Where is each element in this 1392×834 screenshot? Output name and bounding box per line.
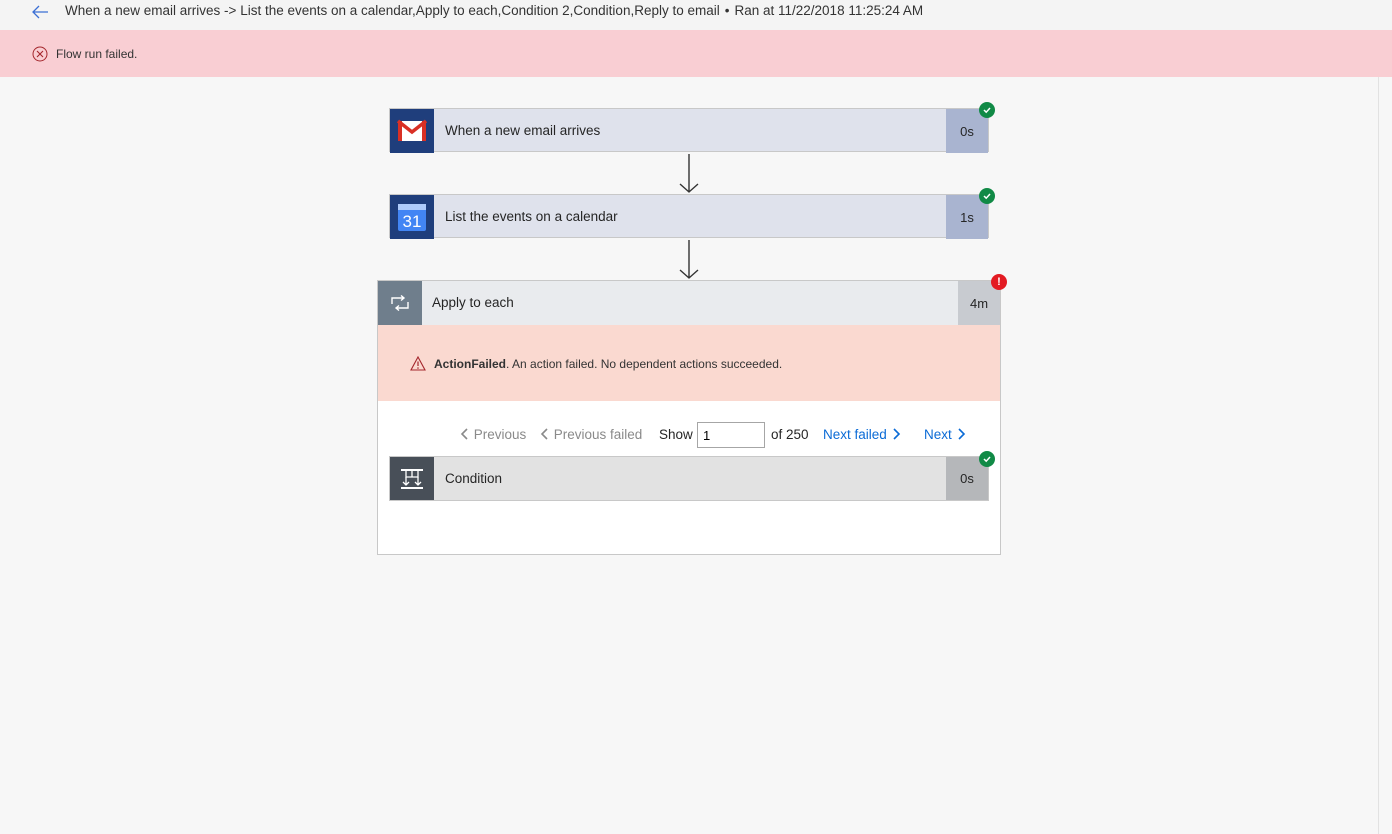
step-card-email-trigger[interactable]: When a new email arrives 0s [389, 108, 989, 153]
next-failed-label: Next failed [823, 427, 887, 442]
chevron-right-icon [957, 428, 965, 440]
previous-failed-label: Previous failed [553, 427, 643, 442]
banner-message: Flow run failed. [56, 47, 138, 61]
step-duration: 4m [958, 281, 1000, 325]
step-label: List the events on a calendar [445, 209, 618, 224]
chevron-left-icon [540, 428, 548, 440]
chevron-right-icon [892, 428, 900, 440]
previous-label: Previous [473, 427, 527, 442]
step-label: Apply to each [432, 295, 514, 310]
previous-button[interactable]: Previous [460, 427, 526, 442]
google-calendar-icon: 31 [390, 195, 434, 239]
step-duration: 0s [946, 109, 988, 153]
error-code: ActionFailed [434, 357, 507, 371]
apply-to-each-header[interactable]: Apply to each 4m [378, 281, 1000, 325]
loop-icon [378, 281, 422, 325]
success-check-icon [979, 188, 995, 204]
error-exclamation-icon: ! [991, 274, 1007, 290]
success-check-icon [979, 451, 995, 467]
apply-to-each-container: Apply to each 4m ActionFailed. An action… [377, 280, 1001, 555]
success-check-icon [979, 102, 995, 118]
run-title: When a new email arrives -> List the eve… [65, 3, 923, 18]
step-card-list-events[interactable]: 31 List the events on a calendar 1s [389, 194, 989, 239]
ran-at: Ran at 11/22/2018 11:25:24 AM [734, 3, 924, 18]
error-circle-icon [32, 46, 48, 62]
title-separator: • [724, 3, 730, 18]
run-failed-banner: Flow run failed. [0, 30, 1392, 77]
next-failed-button[interactable]: Next failed [823, 427, 901, 442]
step-duration: 1s [946, 195, 988, 239]
iteration-pager: Previous Previous failed Show of 250 Nex… [458, 422, 978, 448]
show-label: Show [659, 427, 693, 442]
warning-triangle-icon [410, 356, 426, 371]
scrollbar-track[interactable] [1378, 77, 1379, 834]
error-description: . An action failed. No dependent actions… [506, 357, 783, 371]
gmail-icon [390, 109, 434, 153]
previous-failed-button[interactable]: Previous failed [540, 427, 642, 442]
error-text: ActionFailed. An action failed. No depen… [434, 357, 782, 371]
step-label: When a new email arrives [445, 123, 601, 138]
flow-arrow-icon [679, 240, 699, 279]
flow-arrow-icon [679, 154, 699, 193]
condition-icon [390, 457, 434, 500]
action-error-message: ActionFailed. An action failed. No depen… [378, 325, 1000, 401]
iteration-number-input[interactable] [697, 422, 765, 448]
next-label: Next [924, 427, 952, 442]
run-header: When a new email arrives -> List the eve… [0, 0, 1392, 30]
back-arrow-icon[interactable] [30, 2, 50, 22]
flow-path: When a new email arrives -> List the eve… [65, 3, 720, 18]
chevron-left-icon [460, 428, 468, 440]
step-label: Condition [445, 471, 503, 486]
calendar-day-text: 31 [403, 212, 422, 231]
iteration-total: of 250 [771, 427, 809, 442]
next-button[interactable]: Next [924, 427, 966, 442]
step-card-condition[interactable]: Condition 0s [389, 456, 989, 501]
step-duration: 0s [946, 457, 988, 500]
